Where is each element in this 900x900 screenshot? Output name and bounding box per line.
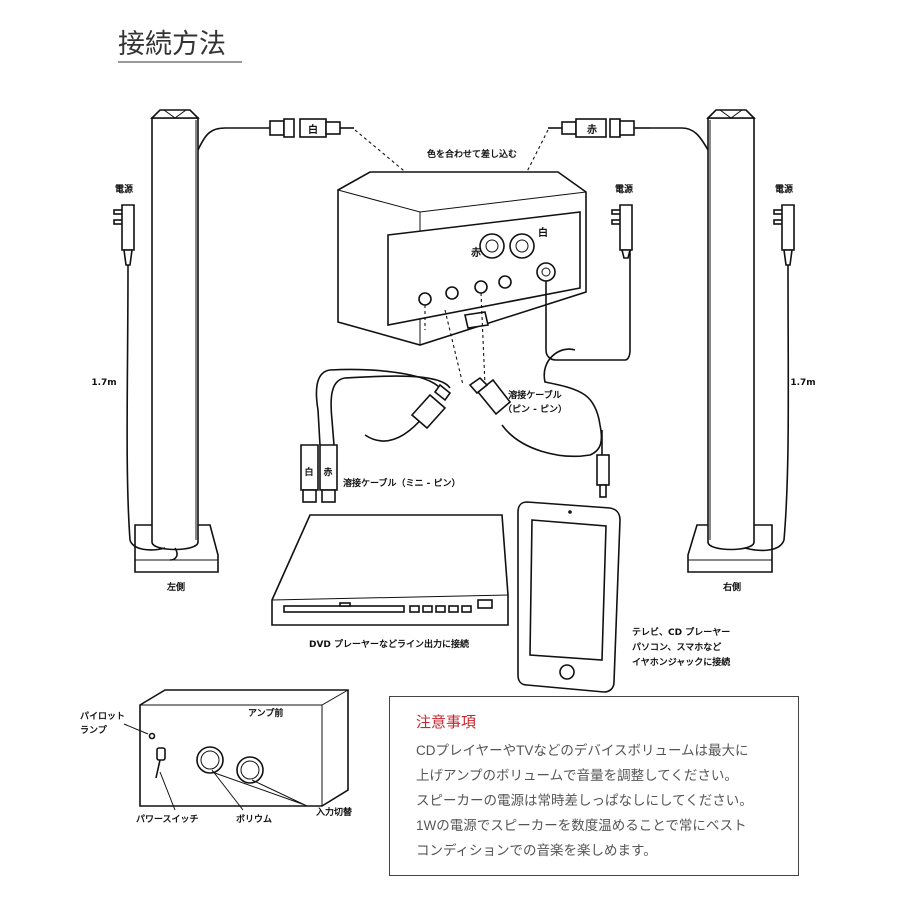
red-connector-label: 赤 (587, 123, 597, 136)
device-caption-1: テレビ、CD プレーヤー (632, 626, 730, 638)
match-colors-label: 色を合わせて差し込む (427, 148, 517, 160)
right-side-label: 右側 (722, 581, 741, 593)
left-speaker-cable (197, 127, 270, 151)
notice-box: 注意事項 CDプレイヤーやTVなどのデバイスボリュームは最大に 上げアンプのボリ… (389, 696, 799, 876)
amp-output-cable (545, 240, 631, 361)
notice-title: 注意事項 (416, 713, 477, 731)
pilot-lamp (148, 732, 156, 740)
red-connector (548, 118, 650, 138)
right-speaker (687, 109, 773, 573)
volume-label: ボリウム (236, 813, 272, 825)
pilot-lamp-leader (123, 723, 149, 735)
pin-pin-cable (300, 368, 452, 503)
white-terminal-label: 白 (538, 226, 548, 239)
left-side-label: 左側 (166, 581, 185, 593)
left-bottom-cable (169, 547, 178, 561)
amplifier-front (139, 689, 349, 807)
white-connector-label: 白 (308, 123, 318, 136)
right-power-plug (744, 204, 795, 552)
right-length-label: 1.7m (790, 378, 815, 388)
center-power-plug (611, 204, 633, 259)
left-speaker (134, 109, 219, 573)
pin-pin-cable-label-2: （ピン - ピン） (503, 403, 567, 415)
input-switch-label: 入力切替 (315, 806, 353, 818)
mini-pin-cable (468, 348, 610, 498)
volume-leader (211, 769, 244, 811)
power-switch (156, 747, 166, 761)
plug-red-label: 赤 (323, 466, 332, 478)
left-power-label: 電源 (115, 183, 133, 195)
notice-line-3: スピーカーの電源は常時差しっぱなしにしてください。 (416, 793, 753, 808)
pin-pin-cable-label-1: 溶接ケーブル (508, 389, 561, 401)
page-title: 接続方法 (118, 29, 226, 60)
right-power-label: 電源 (775, 183, 793, 195)
notice-line-1: CDプレイヤーやTVなどのデバイスボリュームは最大に (416, 743, 749, 758)
plug-white-label: 白 (304, 466, 313, 478)
pilot-lamp-label-1: パイロット (80, 710, 125, 722)
left-power-plug (113, 204, 166, 551)
input-dash-2 (444, 309, 464, 386)
tablet (517, 501, 621, 693)
notice-line-4: 1Wの電源でスピーカーを数度温めることで常にベスト (416, 818, 747, 833)
notice-line-2: 上げアンプのボリュームで音量を調整してください。 (416, 768, 738, 783)
red-terminal-label: 赤 (471, 246, 481, 259)
power-switch-label: パワースイッチ (136, 813, 199, 825)
center-power-label: 電源 (615, 183, 633, 195)
device-caption-3: イヤホンジャックに接続 (632, 656, 730, 668)
mini-pin-cable-label: 溶接ケーブル（ミニ - ピン） (343, 477, 460, 489)
dvd-player (271, 514, 509, 626)
white-connector (269, 118, 354, 138)
amp-front-label: アンプ前 (248, 707, 283, 719)
right-speaker-cable (650, 127, 709, 151)
left-length-label: 1.7m (91, 378, 116, 388)
dvd-caption: DVD プレーヤーなどライン出力に接続 (309, 638, 469, 650)
input-switch-leader (211, 771, 308, 807)
amplifier-back (337, 171, 587, 346)
device-caption-2: パソコン、スマホなど (632, 641, 721, 653)
pilot-lamp-label-2: ランプ (80, 724, 108, 736)
notice-line-5: コンディションでの音楽を楽しめます。 (416, 843, 657, 858)
power-switch-leader (159, 771, 176, 811)
